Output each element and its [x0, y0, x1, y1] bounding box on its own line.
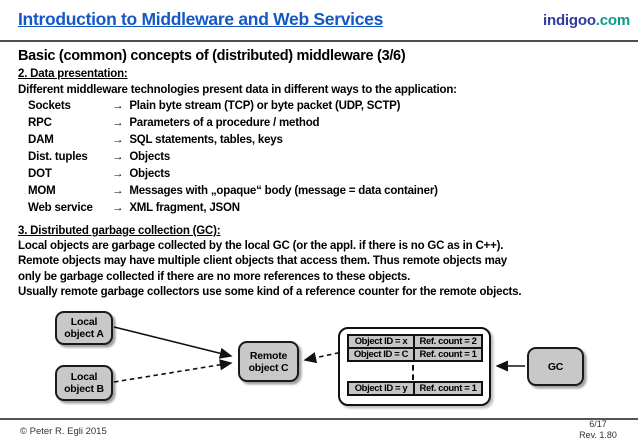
copyright-text: © Peter R. Egli 2015	[20, 426, 107, 437]
right-arrow-icon: →	[112, 151, 124, 163]
box-label-line: object C	[248, 361, 289, 374]
table-row: Object ID = y Ref. count = 1	[347, 381, 483, 396]
gc-text-line: Remote objects may have multiple client …	[18, 255, 508, 268]
box-label-line: object A	[64, 328, 104, 340]
list-item: DOT → Objects	[28, 166, 626, 183]
indigoo-logo: indigoo.com	[543, 12, 630, 29]
box-label-line: GC	[547, 360, 564, 373]
box-label-line: object B	[64, 383, 104, 395]
right-arrow-icon: →	[112, 134, 124, 146]
ellipsis-dashed-line	[412, 365, 414, 380]
section-heading-data-presentation: 2. Data presentation:	[18, 68, 128, 80]
right-arrow-icon: →	[112, 168, 124, 180]
ref-count-cell: Ref. count = 1	[413, 381, 483, 396]
list-desc: Parameters of a procedure / method	[129, 117, 320, 129]
reference-table-container: Object ID = x Ref. count = 2 Object ID =…	[338, 327, 491, 406]
middleware-mapping-list: Sockets → Plain byte stream (TCP) or byt…	[28, 98, 626, 217]
list-desc: Plain byte stream (TCP) or byte packet (…	[129, 100, 401, 112]
list-item: Dist. tuples → Objects	[28, 149, 626, 166]
arrow-b-to-c-dashed	[113, 359, 233, 383]
revision-number: Rev. 1.80	[579, 430, 617, 440]
lecture-title: Introduction to Middleware and Web Servi…	[18, 9, 384, 29]
section-gc: 3. Distributed garbage collection (GC): …	[18, 223, 626, 301]
page-number: 6/17	[589, 419, 607, 429]
table-row: Object ID = x Ref. count = 2	[347, 334, 483, 349]
list-item: Sockets → Plain byte stream (TCP) or byt…	[28, 98, 626, 115]
right-arrow-icon: →	[112, 117, 124, 129]
logo-name: indigoo	[543, 12, 596, 29]
local-object-b-box: Local object B	[55, 365, 113, 401]
list-item: Web service → XML fragment, JSON	[28, 200, 626, 217]
gc-box: GC	[527, 347, 584, 386]
slide-content: Basic (common) concepts of (distributed)…	[18, 46, 626, 301]
box-label-line: Remote	[249, 349, 288, 362]
header-divider	[0, 40, 638, 42]
list-item: DAM → SQL statements, tables, keys	[28, 132, 626, 149]
list-item: MOM → Messages with „opaque“ body (messa…	[28, 183, 626, 200]
list-desc: SQL statements, tables, keys	[129, 134, 283, 146]
gc-text-line: Usually remote garbage collectors use so…	[18, 286, 522, 299]
list-desc: Objects	[129, 168, 171, 180]
right-arrow-icon: →	[112, 100, 124, 112]
right-arrow-icon: →	[112, 202, 124, 214]
local-object-a-box: Local object A	[55, 311, 113, 345]
object-id-cell: Object ID = y	[347, 381, 415, 396]
list-desc: XML fragment, JSON	[129, 202, 240, 214]
ref-count-cell: Ref. count = 1	[413, 347, 483, 362]
list-term: DAM	[28, 134, 54, 146]
list-term: RPC	[28, 117, 52, 129]
section-intro: Different middleware technologies presen…	[18, 84, 457, 96]
list-term: Web service	[28, 202, 93, 214]
list-term: DOT	[28, 168, 52, 180]
section-heading-gc: 3. Distributed garbage collection (GC):	[18, 225, 221, 237]
arrow-a-to-c	[113, 326, 233, 359]
box-label-line: Local	[70, 316, 98, 328]
right-arrow-icon: →	[112, 185, 124, 197]
list-term: Dist. tuples	[28, 151, 88, 163]
table-row: Object ID = C Ref. count = 1	[347, 347, 483, 362]
list-term: MOM	[28, 185, 56, 197]
footer-divider	[0, 418, 638, 420]
logo-tld: .com	[595, 12, 630, 29]
object-id-cell: Object ID = C	[347, 347, 415, 362]
gc-text-line: only be garbage collected if there are n…	[18, 270, 411, 283]
gc-text-line: Local objects are garbage collected by t…	[18, 240, 504, 252]
list-item: RPC → Parameters of a procedure / method	[28, 115, 626, 132]
box-label-line: Local	[70, 371, 98, 383]
remote-object-c-box: Remote object C	[238, 341, 299, 382]
list-desc: Messages with „opaque“ body (message = d…	[129, 185, 438, 197]
page-info: 6/17 Rev. 1.80	[558, 419, 638, 441]
list-desc: Objects	[129, 151, 171, 163]
slide-title: Basic (common) concepts of (distributed)…	[18, 48, 406, 64]
list-term: Sockets	[28, 100, 71, 112]
